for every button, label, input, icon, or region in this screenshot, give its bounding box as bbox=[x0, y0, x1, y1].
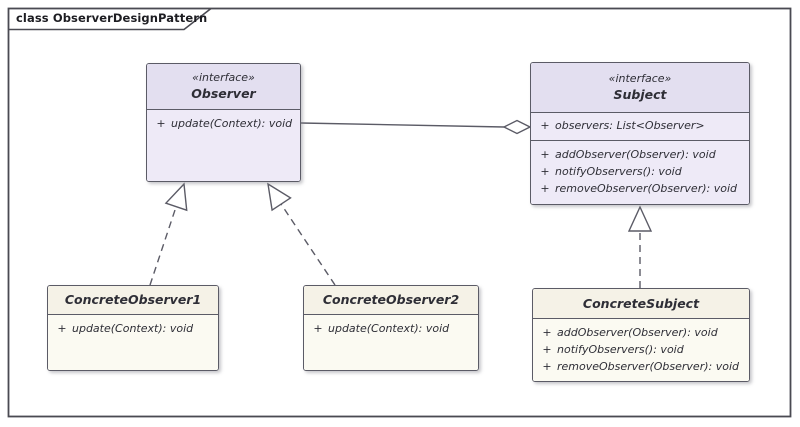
operation-row: + removeObserver(Observer): void bbox=[537, 358, 745, 375]
operation-signature: notifyObservers(): void bbox=[557, 343, 684, 357]
class-header-subject: «interface» Subject bbox=[531, 63, 749, 113]
realization-arrowhead-icon-1 bbox=[164, 182, 188, 212]
operation-signature: addObserver(Observer): void bbox=[555, 148, 716, 161]
attribute-signature: observers: List<Observer> bbox=[555, 119, 705, 132]
realization-arrowhead-icon-2 bbox=[267, 182, 292, 212]
operation-row: + addObserver(Observer): void bbox=[535, 146, 745, 163]
visibility-marker: + bbox=[540, 119, 550, 132]
operation-signature: removeObserver(Observer): void bbox=[555, 182, 737, 196]
visibility-marker: + bbox=[540, 148, 550, 161]
diagram-frame bbox=[7, 7, 792, 418]
operation-signature: update(Context): void bbox=[72, 322, 194, 335]
operation-row: + notifyObservers(): void bbox=[535, 163, 745, 180]
operation-row: + notifyObservers(): void bbox=[537, 341, 745, 358]
class-name: ConcreteObserver1 bbox=[64, 292, 202, 308]
operations-compartment: + update(Context): void bbox=[48, 315, 218, 370]
class-name: Observer bbox=[191, 86, 256, 102]
visibility-marker: + bbox=[156, 117, 166, 130]
frame-title: class ObserverDesignPattern bbox=[16, 11, 208, 25]
class-name: Subject bbox=[613, 87, 667, 103]
visibility-marker: + bbox=[57, 322, 67, 335]
operation-row: + removeObserver(Observer): void bbox=[535, 180, 745, 197]
attributes-compartment: + observers: List<Observer> bbox=[531, 113, 749, 141]
visibility-marker: + bbox=[542, 343, 552, 357]
class-box-concrete-observer1: ConcreteObserver1 + update(Context): voi… bbox=[47, 285, 219, 371]
operation-row: + update(Context): void bbox=[151, 115, 296, 132]
realization-line-concrete-observer2 bbox=[280, 203, 336, 286]
realization-line-concrete-observer1 bbox=[149, 206, 177, 286]
operations-compartment: + addObserver(Observer): void + notifyOb… bbox=[533, 319, 749, 381]
operation-signature: removeObserver(Observer): void bbox=[557, 360, 739, 374]
aggregation-line bbox=[300, 122, 505, 128]
class-header-concrete-observer1: ConcreteObserver1 bbox=[48, 286, 218, 315]
attribute-row: + observers: List<Observer> bbox=[535, 117, 745, 134]
class-box-observer: «interface» Observer + update(Context): … bbox=[146, 63, 301, 182]
stereotype-label: «interface» bbox=[608, 72, 672, 86]
frame-title-tab bbox=[8, 7, 212, 31]
visibility-marker: + bbox=[540, 165, 550, 179]
operation-row: + update(Context): void bbox=[308, 320, 474, 337]
operation-row: + update(Context): void bbox=[52, 320, 214, 337]
visibility-marker: + bbox=[540, 182, 550, 196]
operation-signature: update(Context): void bbox=[328, 322, 450, 335]
class-name: ConcreteObserver2 bbox=[322, 292, 460, 308]
operation-row: + addObserver(Observer): void bbox=[537, 324, 745, 341]
class-header-observer: «interface» Observer bbox=[147, 64, 300, 110]
operations-compartment: + update(Context): void bbox=[147, 110, 300, 181]
aggregation-diamond-icon bbox=[502, 119, 532, 135]
visibility-marker: + bbox=[542, 326, 552, 339]
realization-arrowhead-icon-3 bbox=[627, 205, 653, 232]
operations-compartment: + update(Context): void bbox=[304, 315, 478, 370]
class-header-concrete-observer2: ConcreteObserver2 bbox=[304, 286, 478, 315]
class-box-concrete-subject: ConcreteSubject + addObserver(Observer):… bbox=[532, 288, 750, 382]
visibility-marker: + bbox=[313, 322, 323, 335]
stereotype-label: «interface» bbox=[192, 71, 255, 85]
operation-signature: notifyObservers(): void bbox=[555, 165, 682, 179]
visibility-marker: + bbox=[542, 360, 552, 374]
class-box-concrete-observer2: ConcreteObserver2 + update(Context): voi… bbox=[303, 285, 479, 371]
operations-compartment: + addObserver(Observer): void + notifyOb… bbox=[531, 141, 749, 204]
class-header-concrete-subject: ConcreteSubject bbox=[533, 289, 749, 319]
operation-signature: update(Context): void bbox=[171, 117, 293, 130]
class-box-subject: «interface» Subject + observers: List<Ob… bbox=[530, 62, 750, 205]
class-name: ConcreteSubject bbox=[582, 295, 700, 311]
operation-signature: addObserver(Observer): void bbox=[557, 326, 718, 339]
